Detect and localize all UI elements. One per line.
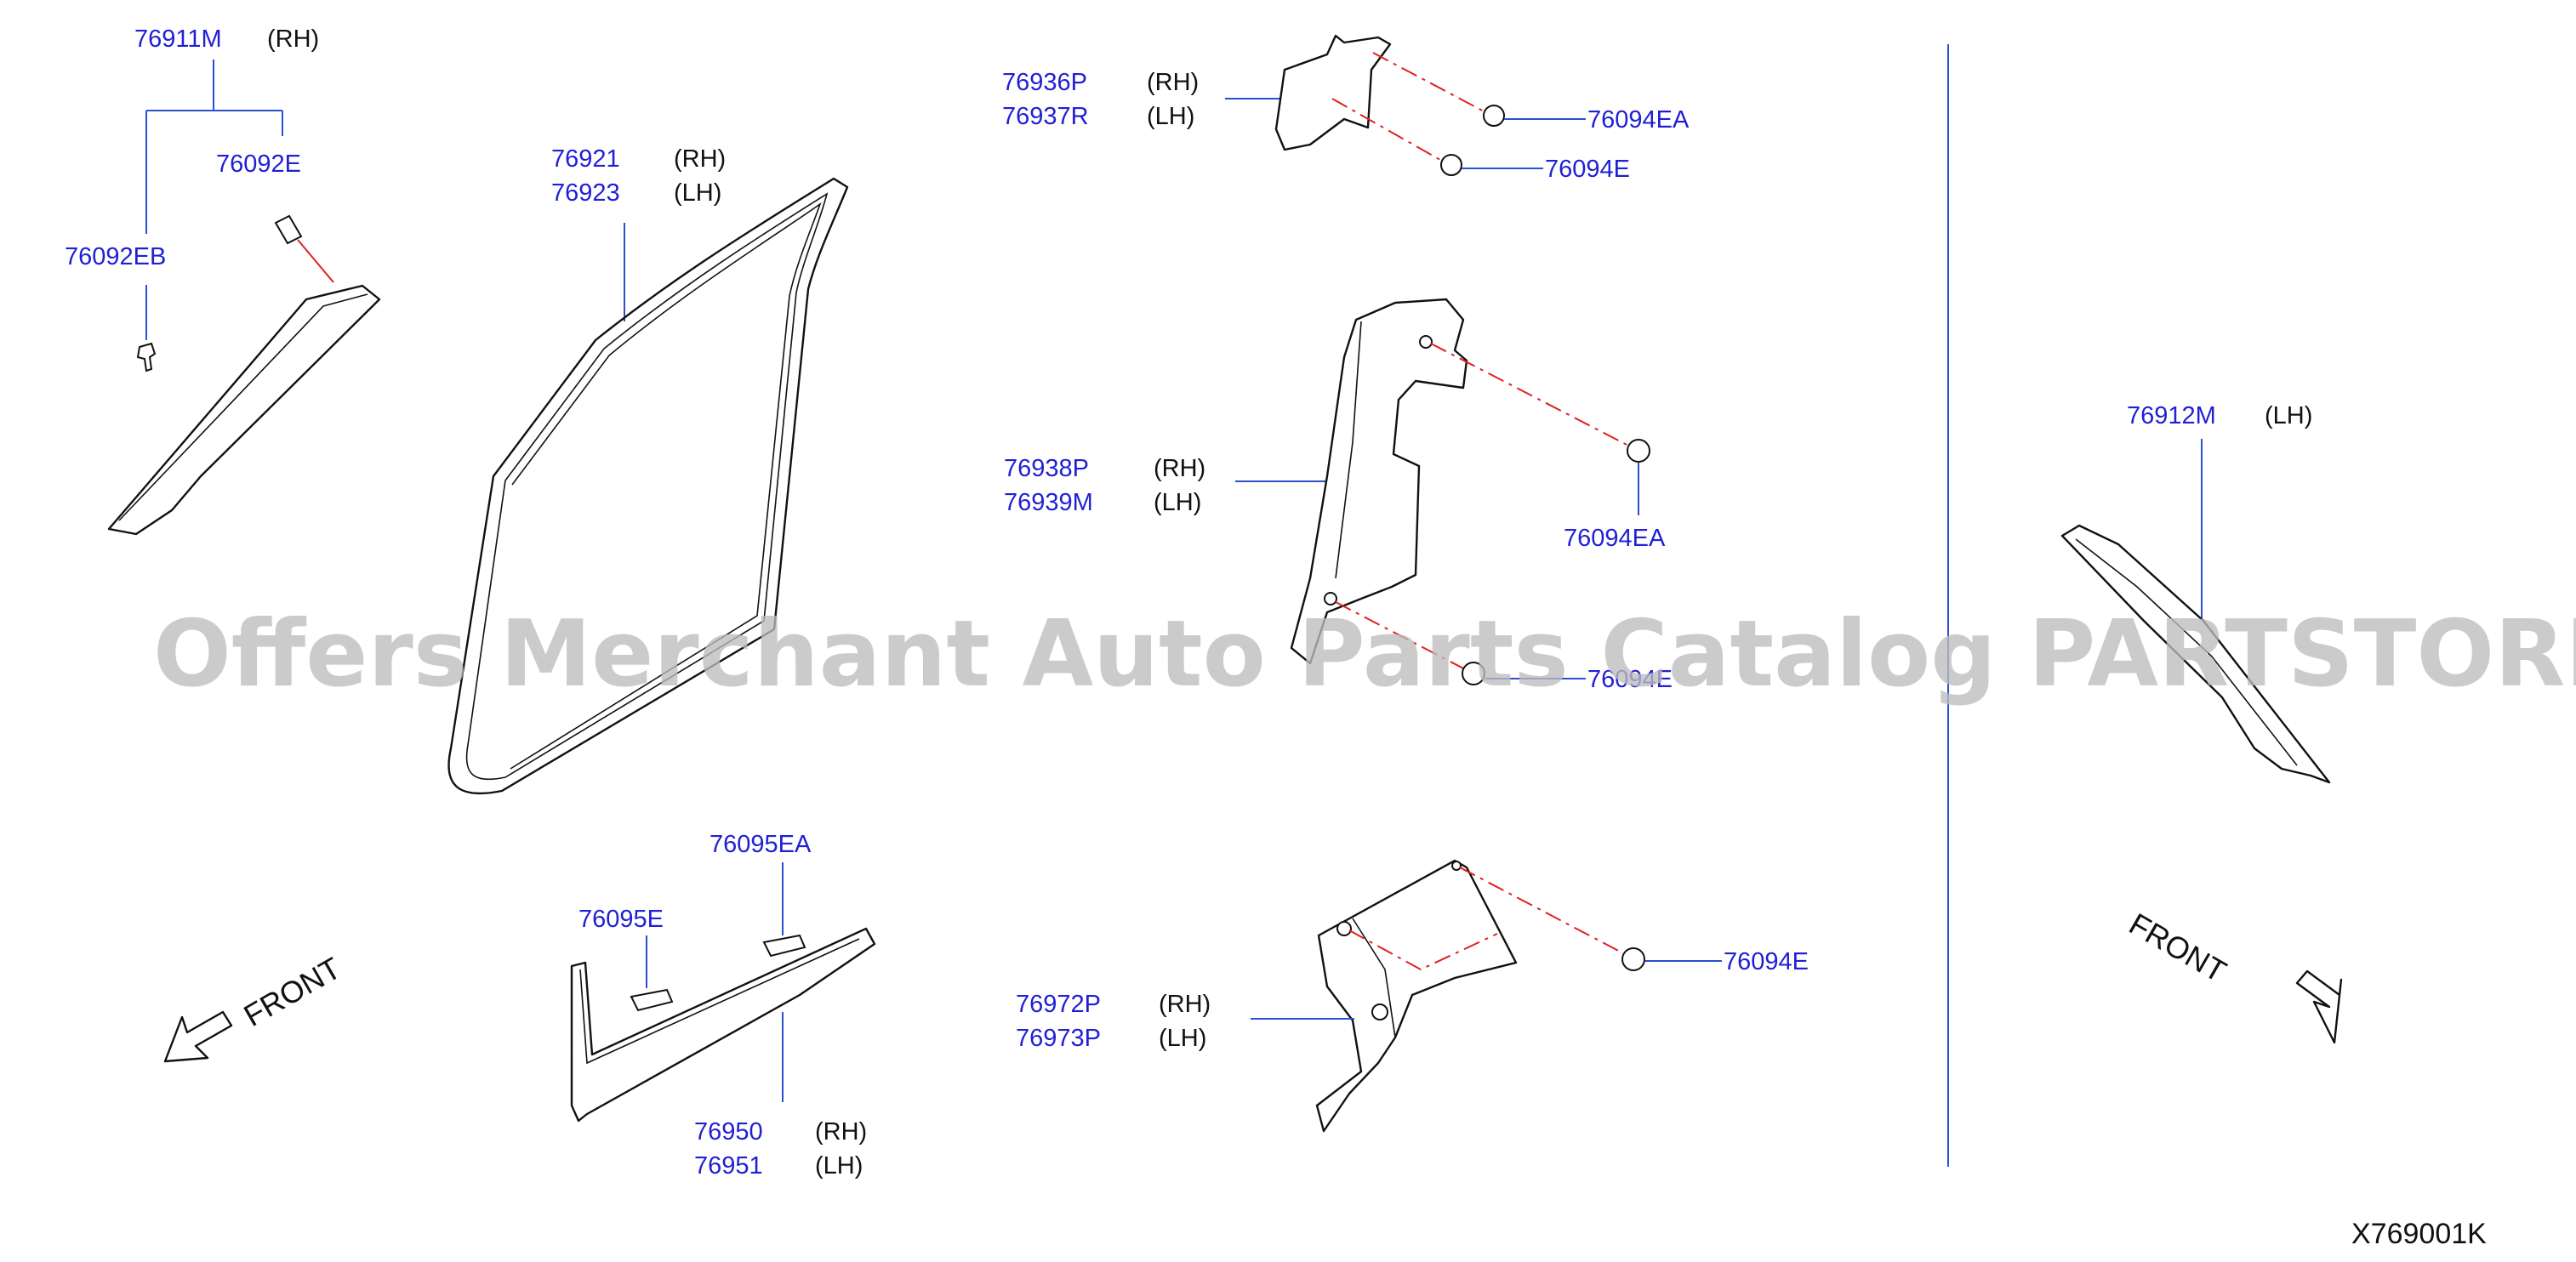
part-number-76936P[interactable]: 76936P [1002, 69, 1087, 96]
part-number-76972P[interactable]: 76972P [1016, 991, 1101, 1018]
clip-76094EA-a [1483, 105, 1505, 127]
clip-76094E-b [1462, 662, 1485, 685]
dash-76094E-b [1335, 601, 1468, 671]
front-label-left: FRONT [238, 950, 347, 1033]
kicking-plate-edge [579, 938, 860, 1065]
part-number-76950[interactable]: 76950 [694, 1118, 763, 1145]
lower-trim-group: 76094E 76972P (RH) 76973P (LH) [1016, 859, 1809, 1133]
leader-76911M [145, 60, 283, 234]
part-number-76921[interactable]: 76921 [551, 145, 620, 173]
part-number-76095EA[interactable]: 76095EA [710, 831, 812, 858]
center-pillar-trim [1290, 298, 1468, 665]
side-label-76950: (RH) [815, 1118, 867, 1145]
side-label-76923: (LH) [674, 179, 721, 207]
center-pillar-hole-bottom [1324, 592, 1337, 605]
clip-76092E [274, 214, 303, 245]
center-pillar-hole-top [1419, 335, 1433, 349]
clip-76094EA-b [1627, 439, 1650, 463]
clip-76094E-a [1440, 154, 1462, 176]
front-label-right: FRONT [2123, 906, 2232, 989]
part-number-76938P[interactable]: 76938P [1004, 455, 1089, 482]
part-number-76094E-b[interactable]: 76094E [1587, 666, 1673, 693]
dash-76094EA-b [1430, 343, 1633, 448]
door-weatherstrip [447, 177, 849, 795]
kicking-plate [570, 927, 876, 1123]
clip-line-76092E [297, 239, 334, 283]
lower-trim-hole-3 [1451, 861, 1462, 871]
lower-trim [1315, 859, 1518, 1133]
upper-trim [1274, 34, 1392, 151]
lower-trim-hole-2 [1371, 1003, 1388, 1020]
part-number-76939M[interactable]: 76939M [1004, 489, 1093, 516]
weatherstrip-inner-edge [465, 192, 829, 781]
part-number-76951[interactable]: 76951 [694, 1152, 763, 1180]
part-number-76094EA-b[interactable]: 76094EA [1564, 525, 1666, 552]
center-pillar-edge [1335, 321, 1362, 579]
a-pillar-garnish-edge [118, 293, 368, 521]
diagram-code: X769001K [2351, 1218, 2487, 1250]
lower-trim-hole-1 [1336, 921, 1352, 936]
part-number-76911M[interactable]: 76911M [134, 26, 222, 53]
arrow-left-icon [163, 1010, 233, 1063]
upper-trim-group: 76936P (RH) 76937R (LH) 76094EA 76094E [1002, 34, 1690, 183]
a-pillar-garnish [107, 284, 381, 536]
lh-a-pillar-group: 76912M (LH) [2060, 402, 2331, 784]
a-pillar-garnish-group: 76911M (RH) 76092E 76092EB [65, 26, 381, 536]
part-number-76095E[interactable]: 76095E [578, 906, 664, 933]
front-arrow-left: FRONT [163, 950, 347, 1063]
side-label-76937R: (LH) [1147, 103, 1194, 130]
side-label-76951: (LH) [815, 1152, 863, 1180]
part-number-76923[interactable]: 76923 [551, 179, 620, 207]
clip-76095E [630, 988, 674, 1012]
part-number-76094E-c[interactable]: 76094E [1724, 948, 1809, 975]
part-number-76937R[interactable]: 76937R [1002, 103, 1089, 130]
part-number-76094EA-a[interactable]: 76094EA [1587, 106, 1690, 134]
part-number-76973P[interactable]: 76973P [1016, 1025, 1101, 1052]
side-label-76972P: (RH) [1159, 991, 1211, 1018]
weatherstrip-inner-edge-2 [510, 202, 822, 770]
dash-lower-trim-inner [1348, 929, 1498, 971]
kicking-plate-group: 76095EA 76095E 76950 (RH) 76951 (LH) [570, 831, 876, 1180]
side-label-76911M: (RH) [267, 26, 319, 53]
dash-76094EA-a [1372, 52, 1490, 115]
watermark: Offers Merchant Auto Parts Catalog PARTS… [153, 601, 2576, 708]
side-label-76912M: (LH) [2265, 402, 2312, 429]
clip-76094E-c [1621, 947, 1645, 971]
lh-a-pillar-edge [2075, 538, 2298, 766]
part-number-76092EB[interactable]: 76092EB [65, 243, 166, 270]
side-label-76938P: (RH) [1154, 455, 1205, 482]
lh-a-pillar-garnish [2060, 524, 2331, 784]
dash-76094E-c [1459, 867, 1626, 955]
front-arrow-right: FRONT [2123, 906, 2343, 1044]
weatherstrip-group: 76921 (RH) 76923 (LH) [447, 145, 849, 795]
part-number-76094E-a[interactable]: 76094E [1545, 156, 1630, 183]
part-number-76912M[interactable]: 76912M [2127, 402, 2216, 429]
dash-76094E-a [1331, 98, 1447, 164]
side-label-76921: (RH) [674, 145, 726, 173]
center-pillar-group: 76938P (RH) 76939M (LH) 76094EA 76094E [1004, 298, 1673, 693]
arrow-right-icon [2295, 969, 2343, 1044]
side-label-76939M: (LH) [1154, 489, 1201, 516]
side-label-76936P: (RH) [1147, 69, 1199, 96]
part-number-76092E[interactable]: 76092E [216, 151, 301, 178]
side-label-76973P: (LH) [1159, 1025, 1206, 1052]
lower-trim-edge [1352, 918, 1396, 1038]
clip-76095EA [762, 934, 806, 958]
clip-76092EB [136, 342, 157, 372]
